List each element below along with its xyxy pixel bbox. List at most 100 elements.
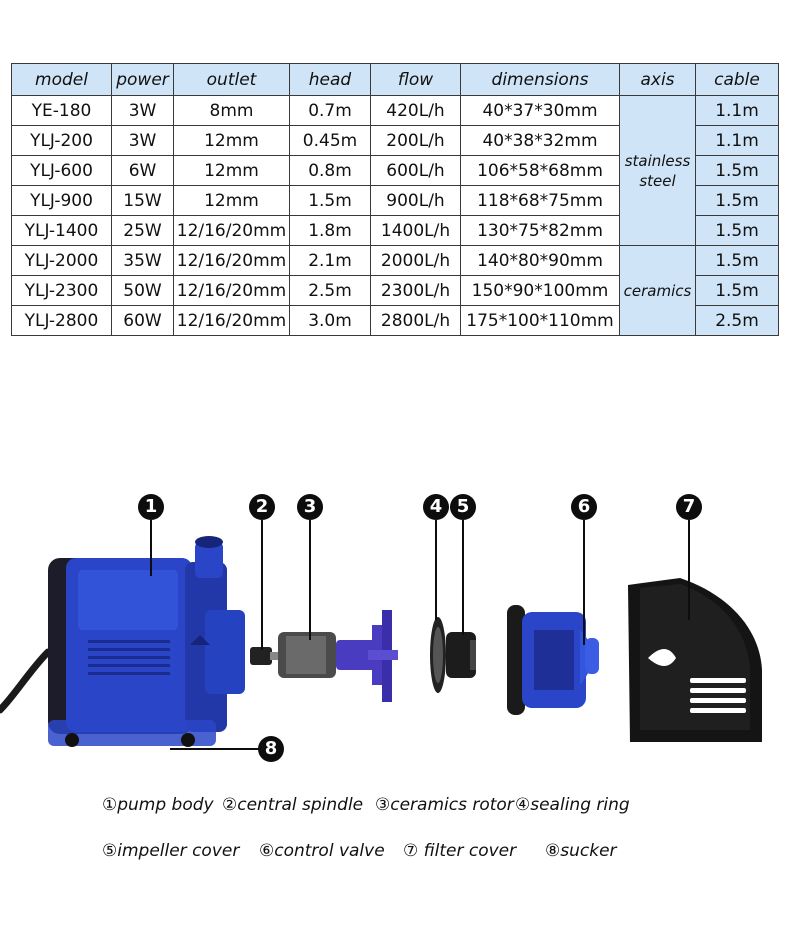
legend-central-spindle: ②central spindle [222, 795, 364, 815]
cell-flow: 900L/h [370, 185, 461, 216]
spec-table: model power outlet head flow dimensions … [11, 63, 779, 336]
legend-impeller-cover: ⑤impeller cover [102, 841, 240, 861]
table-row: YLJ-900 15W 12mm 1.5m 900L/h 118*68*75mm… [11, 185, 779, 216]
impeller-cover-icon [446, 632, 476, 678]
table-row: YLJ-2300 50W 12/16/20mm 2.5m 2300L/h 150… [11, 275, 779, 306]
cell-outlet: 12mm [173, 125, 290, 156]
marker-7: 7 [676, 494, 702, 520]
marker-3: 3 [297, 494, 323, 520]
table-row: YLJ-2800 60W 12/16/20mm 3.0m 2800L/h 175… [11, 305, 779, 336]
cell-head: 2.1m [289, 245, 371, 276]
cell-outlet: 12/16/20mm [173, 215, 290, 246]
table-row: YLJ-200 3W 12mm 0.45m 200L/h 40*38*32mm … [11, 125, 779, 156]
axis-label-line1: stainless [624, 151, 691, 170]
leader-line-7 [688, 520, 690, 620]
cell-flow: 600L/h [370, 155, 461, 186]
cell-model: YE-180 [11, 95, 112, 126]
cell-power: 3W [111, 95, 174, 126]
cell-axis-ceramics: ceramics [619, 245, 696, 336]
exploded-pump-diagram: 1 2 3 4 5 6 7 8 [0, 480, 790, 780]
parts-illustration [0, 536, 762, 747]
cell-outlet: 12mm [173, 155, 290, 186]
cell-head: 3.0m [289, 305, 371, 336]
cell-dimensions: 175*100*110mm [460, 305, 620, 336]
header-axis: axis [619, 63, 696, 96]
header-head: head [289, 63, 371, 96]
cell-head: 1.5m [289, 185, 371, 216]
table-header-row: model power outlet head flow dimensions … [11, 63, 779, 96]
marker-8: 8 [258, 736, 284, 762]
central-spindle-icon [250, 647, 280, 665]
cell-outlet: 12/16/20mm [173, 245, 290, 276]
cell-outlet: 12/16/20mm [173, 275, 290, 306]
leader-line-2 [261, 520, 263, 650]
cell-model: YLJ-200 [11, 125, 112, 156]
header-flow: flow [370, 63, 461, 96]
cell-flow: 2000L/h [370, 245, 461, 276]
marker-2: 2 [249, 494, 275, 520]
sealing-ring-icon [430, 617, 446, 693]
header-model: model [11, 63, 112, 96]
cell-dimensions: 40*37*30mm [460, 95, 620, 126]
cell-model: YLJ-2000 [11, 245, 112, 276]
cell-dimensions: 118*68*75mm [460, 185, 620, 216]
cell-power: 50W [111, 275, 174, 306]
cell-flow: 200L/h [370, 125, 461, 156]
cell-cable: 1.5m [695, 185, 779, 216]
table-row: YLJ-1400 25W 12/16/20mm 1.8m 1400L/h 130… [11, 215, 779, 246]
header-dimensions: dimensions [460, 63, 620, 96]
table-row: YE-180 3W 8mm 0.7m 420L/h 40*37*30mm sta… [11, 95, 779, 246]
table-row: YLJ-600 6W 12mm 0.8m 600L/h 106*58*68mm … [11, 155, 779, 186]
cell-power: 3W [111, 125, 174, 156]
ceramics-rotor-icon [278, 610, 398, 702]
marker-1: 1 [138, 494, 164, 520]
cell-power: 6W [111, 155, 174, 186]
cell-outlet: 12mm [173, 185, 290, 216]
header-outlet: outlet [173, 63, 290, 96]
table-row: YLJ-2000 35W 12/16/20mm 2.1m 2000L/h 140… [11, 245, 779, 336]
legend-pump-body: ①pump body [102, 795, 214, 815]
axis-label-ceramics: ceramics [623, 281, 692, 300]
cell-axis-stainless-steel: stainless steel [619, 95, 696, 246]
cell-flow: 420L/h [370, 95, 461, 126]
cell-flow: 1400L/h [370, 215, 461, 246]
pump-body-icon [48, 536, 245, 747]
cell-power: 60W [111, 305, 174, 336]
cell-power: 25W [111, 215, 174, 246]
cell-outlet: 8mm [173, 95, 290, 126]
cell-cable: 1.1m [695, 95, 779, 126]
legend-sucker: ⑧sucker [545, 841, 617, 861]
cell-head: 0.7m [289, 95, 371, 126]
marker-5: 5 [450, 494, 476, 520]
cell-model: YLJ-2300 [11, 275, 112, 306]
cell-power: 35W [111, 245, 174, 276]
leader-line-5 [462, 520, 464, 635]
cell-dimensions: 40*38*32mm [460, 125, 620, 156]
cell-outlet: 12/16/20mm [173, 305, 290, 336]
leader-line-8 [170, 748, 260, 750]
axis-label-line2: steel [639, 171, 676, 190]
legend-control-valve: ⑥control valve [259, 841, 385, 861]
leader-line-3 [309, 520, 311, 640]
cell-cable: 2.5m [695, 305, 779, 336]
cell-model: YLJ-600 [11, 155, 112, 186]
legend-ceramics-rotor: ③ceramics rotor [375, 795, 514, 815]
cell-cable: 1.5m [695, 245, 779, 276]
marker-6: 6 [571, 494, 597, 520]
cell-dimensions: 130*75*82mm [460, 215, 620, 246]
header-power: power [111, 63, 174, 96]
cell-model: YLJ-900 [11, 185, 112, 216]
leader-line-1 [150, 520, 152, 576]
cell-cable: 1.5m [695, 275, 779, 306]
cell-cable: 1.1m [695, 125, 779, 156]
control-valve-icon [507, 605, 599, 715]
legend-sealing-ring: ④sealing ring [515, 795, 630, 815]
header-cable: cable [695, 63, 779, 96]
cell-head: 2.5m [289, 275, 371, 306]
legend-filter-cover: ⑦ filter cover [403, 841, 517, 861]
cell-dimensions: 106*58*68mm [460, 155, 620, 186]
cell-head: 0.45m [289, 125, 371, 156]
cell-dimensions: 140*80*90mm [460, 245, 620, 276]
cell-head: 1.8m [289, 215, 371, 246]
power-cable [0, 648, 52, 714]
